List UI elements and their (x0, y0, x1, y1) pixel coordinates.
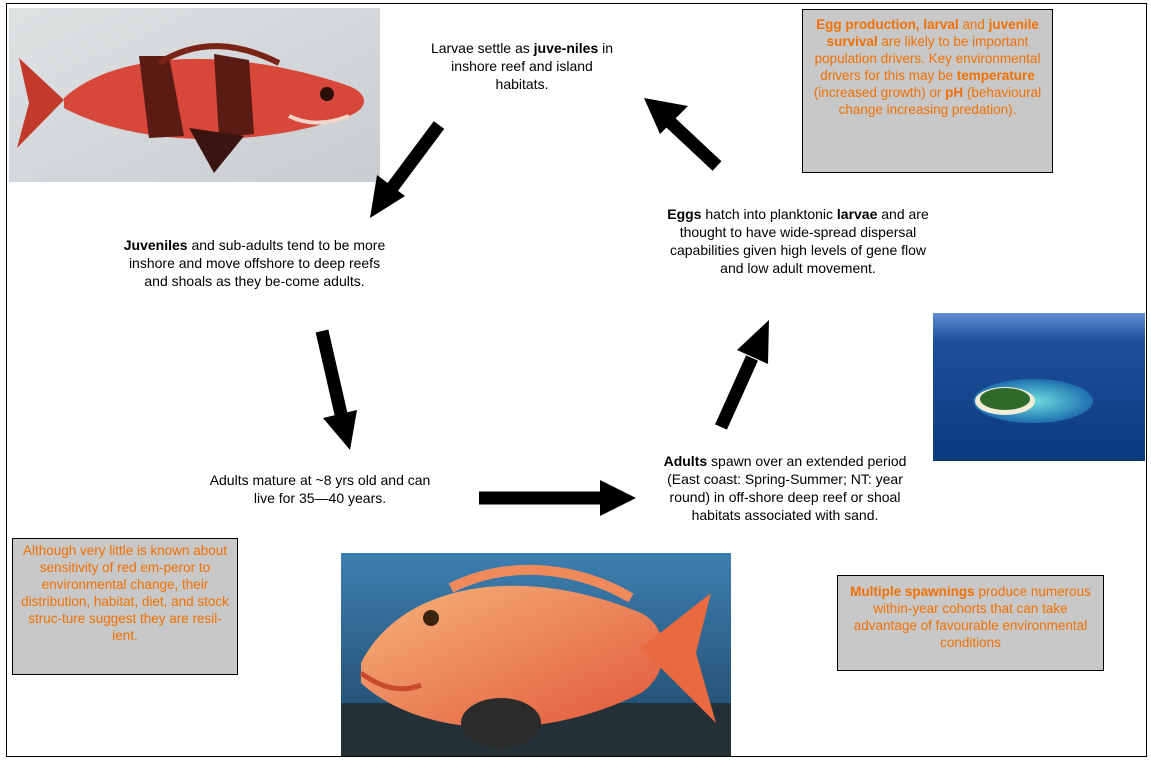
arrow-larvae-to-juveniles (370, 125, 439, 218)
arrow-eggs-to-larvae (644, 98, 717, 166)
arrow-adults-to-spawn (479, 480, 636, 516)
arrow-spawn-to-eggs (721, 320, 769, 427)
arrow-juveniles-to-adults (322, 331, 357, 450)
